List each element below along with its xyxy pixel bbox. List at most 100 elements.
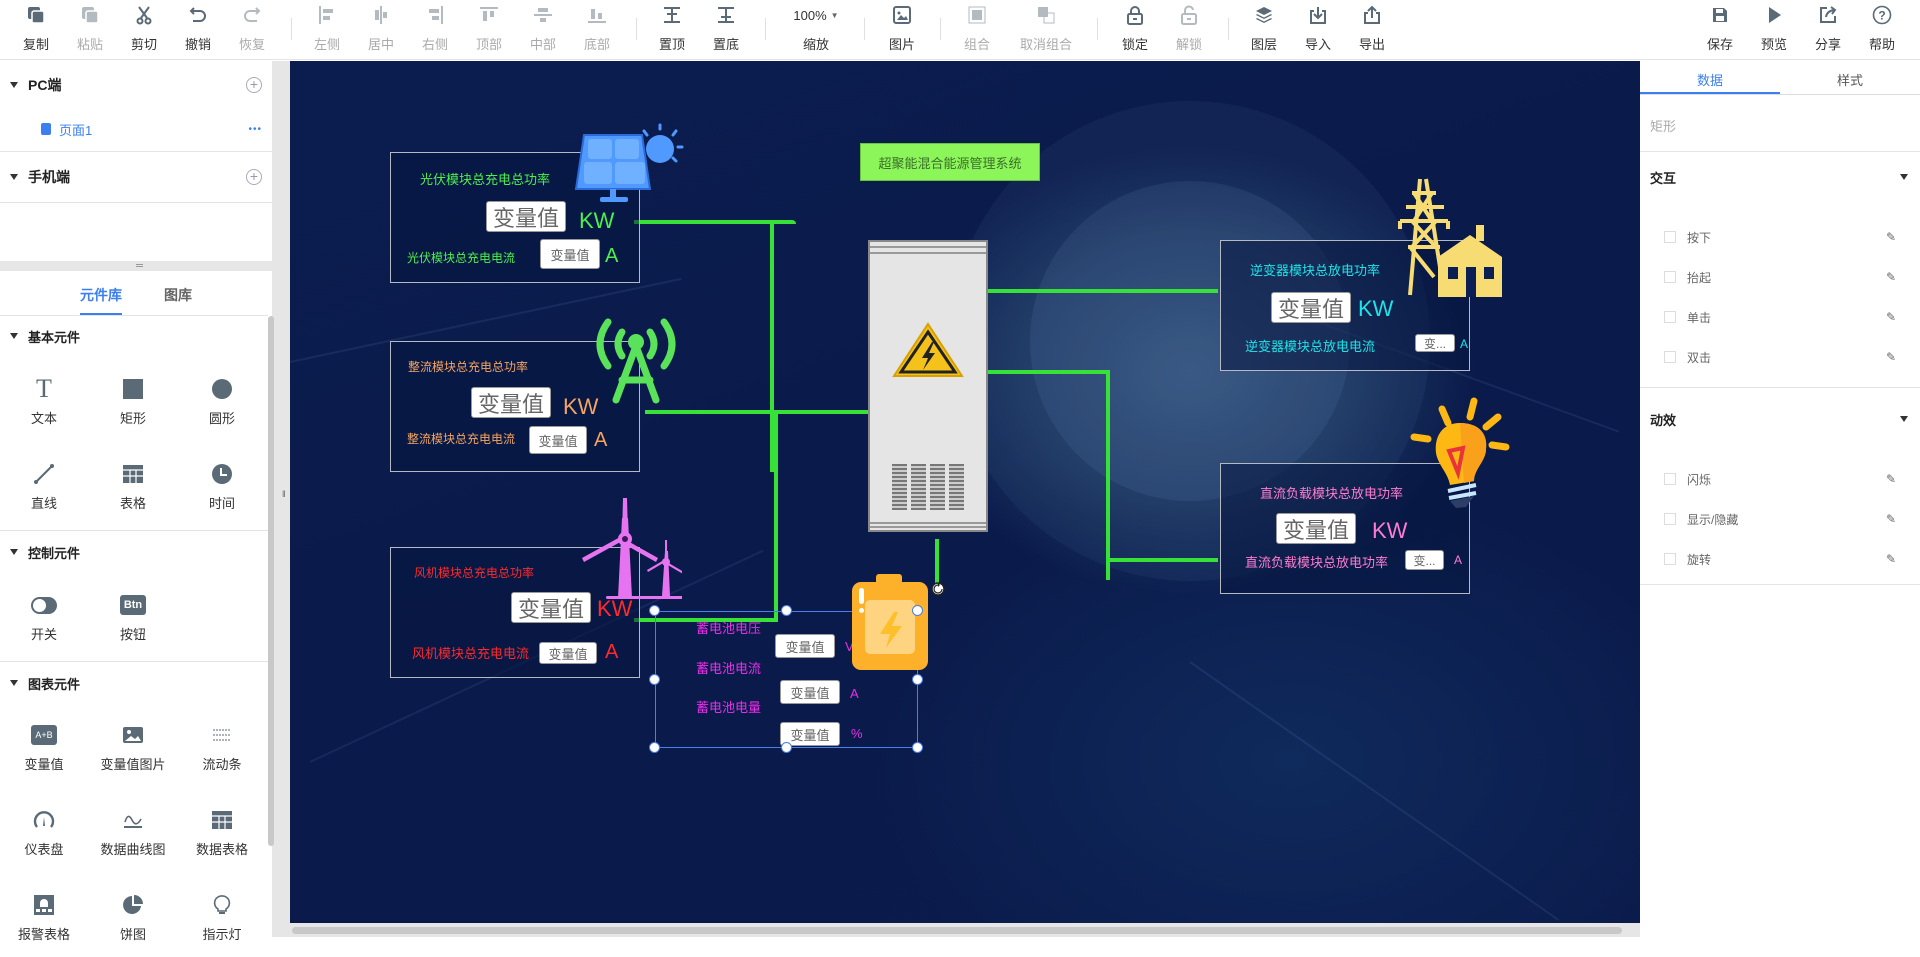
component-gauge[interactable]: 仪表盘 — [0, 787, 88, 872]
inverter-power-value[interactable]: 变量值 — [1271, 292, 1351, 323]
tab-gallery[interactable]: 图库 — [164, 287, 192, 303]
resize-handle[interactable] — [912, 674, 923, 685]
checkbox[interactable] — [1664, 473, 1676, 485]
ungroup-button[interactable]: 取消组合 — [1011, 4, 1081, 56]
battery-charge-value[interactable]: 变量值 — [780, 722, 840, 746]
preview-button[interactable]: 预览 — [1748, 4, 1800, 56]
battery-voltage-value[interactable]: 变量值 — [775, 634, 835, 658]
component-indicator-light[interactable]: 指示灯 — [178, 872, 266, 957]
component-circle[interactable]: 圆形 — [178, 356, 266, 441]
resize-handle[interactable] — [912, 742, 923, 753]
control-group-header[interactable]: 控制元件 — [0, 542, 272, 562]
tab-style[interactable]: 样式 — [1836, 73, 1863, 88]
lock-button[interactable]: 锁定 — [1109, 4, 1161, 56]
send-to-back-button[interactable]: 置底 — [700, 4, 752, 56]
component-curve-chart[interactable]: 数据曲线图 — [88, 787, 178, 872]
bring-to-front-button[interactable]: 置顶 — [646, 4, 698, 56]
collapse-triangle-icon[interactable] — [1900, 174, 1908, 180]
align-left-button[interactable]: 左侧 — [301, 4, 353, 56]
pencil-icon[interactable]: ✎ — [1885, 350, 1896, 364]
power-cabinet[interactable] — [868, 240, 988, 532]
save-button[interactable]: 保存 — [1694, 4, 1746, 56]
component-line[interactable]: 直线 — [0, 441, 88, 526]
inverter-module-panel[interactable]: 逆变器模块总放电功率 变量值 KW 逆变器模块总放电电流 变... — [1220, 240, 1470, 371]
component-data-table[interactable]: 数据表格 — [178, 787, 266, 872]
checkbox[interactable] — [1664, 231, 1676, 243]
component-time[interactable]: 时间 — [178, 441, 266, 526]
dc-load-power-value[interactable]: 变量值 — [1276, 513, 1356, 544]
checkbox[interactable] — [1664, 351, 1676, 363]
copy-button[interactable]: 复制 — [10, 4, 62, 56]
zoom-dropdown[interactable]: 100%▼ 缩放 — [788, 4, 844, 56]
inverter-current-value[interactable]: 变... — [1415, 334, 1455, 352]
pencil-icon[interactable]: ✎ — [1885, 310, 1896, 324]
checkbox[interactable] — [1664, 553, 1676, 565]
pencil-icon[interactable]: ✎ — [1885, 512, 1896, 526]
import-button[interactable]: 导入 — [1292, 4, 1344, 56]
image-button[interactable]: 图片 — [876, 4, 928, 56]
undo-button[interactable]: 撤销 — [172, 4, 224, 56]
mobile-section-header[interactable]: 手机端 + — [0, 167, 272, 187]
pv-power-value[interactable]: 变量值 — [486, 201, 566, 232]
component-variable-image[interactable]: 变量值图片 — [88, 702, 178, 787]
align-bottom-button[interactable]: 底部 — [571, 4, 623, 56]
export-button[interactable]: 导出 — [1346, 4, 1398, 56]
help-button[interactable]: ? 帮助 — [1856, 4, 1908, 56]
unlock-button[interactable]: 解锁 — [1163, 4, 1215, 56]
checkbox[interactable] — [1664, 271, 1676, 283]
wind-module-panel[interactable]: 风机模块总充电总功率 变量值 KW 风机模块总充电电流 变量值 A — [390, 547, 640, 678]
wind-power-value[interactable]: 变量值 — [511, 592, 591, 623]
align-center-button[interactable]: 居中 — [355, 4, 407, 56]
pencil-icon[interactable]: ✎ — [1885, 270, 1896, 284]
canvas-horizontal-scrollbar[interactable] — [292, 927, 1622, 934]
paste-button[interactable]: 粘贴 — [64, 4, 116, 56]
chart-group-header[interactable]: 图表元件 — [0, 673, 272, 693]
basic-group-header[interactable]: 基本元件 — [0, 326, 272, 346]
rotate-handle-icon[interactable] — [930, 581, 946, 597]
left-panel-scrollbar[interactable] — [268, 316, 274, 846]
rectifier-power-value[interactable]: 变量值 — [471, 387, 551, 418]
page-item[interactable]: 页面1 ••• — [0, 119, 272, 139]
pencil-icon[interactable]: ✎ — [1885, 552, 1896, 566]
collapse-triangle-icon[interactable] — [1900, 416, 1908, 422]
component-switch[interactable]: 开关 — [0, 572, 88, 657]
align-right-button[interactable]: 右侧 — [409, 4, 461, 56]
share-button[interactable]: 分享 — [1802, 4, 1854, 56]
add-page-icon[interactable]: + — [246, 77, 262, 93]
system-title[interactable]: 超聚能混合能源管理系统 — [860, 143, 1040, 181]
pc-section-header[interactable]: PC端 + — [0, 75, 272, 95]
rectifier-current-value[interactable]: 变量值 — [529, 426, 587, 454]
battery-current-value[interactable]: 变量值 — [780, 680, 840, 704]
pencil-icon[interactable]: ✎ — [1885, 472, 1896, 486]
design-canvas[interactable]: 超聚能混合能源管理系统 光伏模块总充电总功率 变量值 KW 光伏模块总充电电流 … — [290, 61, 1640, 923]
resize-handle[interactable] — [781, 742, 792, 753]
checkbox[interactable] — [1664, 513, 1676, 525]
dc-load-current-value[interactable]: 变... — [1405, 550, 1444, 570]
resize-handle[interactable] — [649, 742, 660, 753]
rectifier-module-panel[interactable]: 整流模块总充电总功率 变量值 KW 整流模块总充电电流 变量值 A — [390, 341, 640, 472]
resize-handle[interactable] — [649, 674, 660, 685]
resize-handle[interactable] — [649, 605, 660, 616]
component-flow-bar[interactable]: 流动条 — [178, 702, 266, 787]
align-top-button[interactable]: 顶部 — [463, 4, 515, 56]
cut-button[interactable]: 剪切 — [118, 4, 170, 56]
tab-data[interactable]: 数据 — [1640, 61, 1780, 94]
panel-splitter[interactable] — [0, 261, 280, 271]
resize-handle[interactable] — [781, 605, 792, 616]
align-middle-button[interactable]: 中部 — [517, 4, 569, 56]
redo-button[interactable]: 恢复 — [226, 4, 278, 56]
component-alarm-table[interactable]: 报警表格 — [0, 872, 88, 957]
add-page-icon[interactable]: + — [246, 169, 262, 185]
dc-load-module-panel[interactable]: 直流负载模块总放电功率 变量值 KW 直流负载模块总放电功率 变... A — [1220, 463, 1470, 594]
component-pie-chart[interactable]: 饼图 — [88, 872, 178, 957]
layers-button[interactable]: 图层 — [1238, 4, 1290, 56]
resize-handle-icon[interactable]: ‖ — [282, 489, 286, 499]
wind-current-value[interactable]: 变量值 — [539, 642, 597, 664]
group-button[interactable]: 组合 — [951, 4, 1003, 56]
tab-components[interactable]: 元件库 — [80, 273, 122, 315]
component-rectangle[interactable]: 矩形 — [88, 356, 178, 441]
checkbox[interactable] — [1664, 311, 1676, 323]
